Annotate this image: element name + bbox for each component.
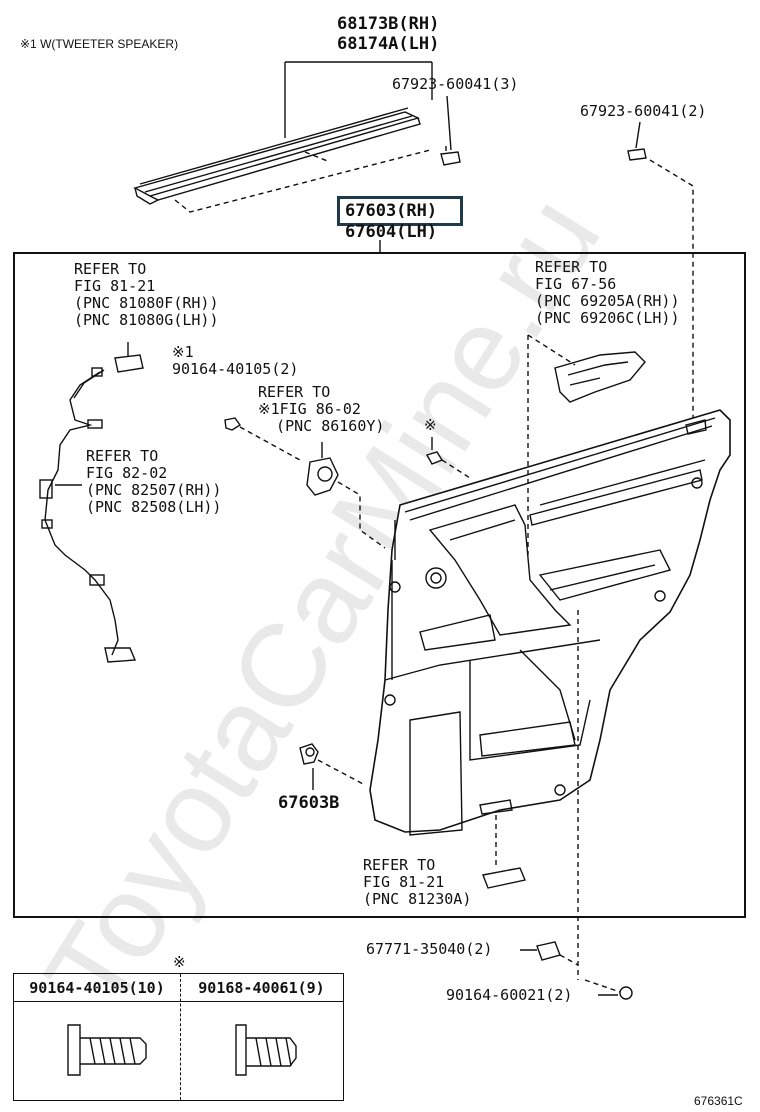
label-67604-lh: 67604(LH) xyxy=(345,222,438,242)
weatherstrip-part[interactable] xyxy=(133,107,421,205)
label-clip-3: 67923-60041(3) xyxy=(392,75,519,93)
fastener-legend: 90164-40105(10) 90168-40061(9) xyxy=(13,973,344,1101)
refer-fig-67-56[interactable]: REFER TO FIG 67-56 (PNC 69205A(RH)) (PNC… xyxy=(535,258,680,327)
bottom-clip-part[interactable] xyxy=(482,867,526,889)
clip-67603b-part[interactable] xyxy=(299,743,319,765)
legend-mark: ※ xyxy=(173,953,186,971)
bolt-90164-60021[interactable] xyxy=(619,986,633,1000)
legend-left-title: 90164-40105(10) xyxy=(14,974,180,1002)
wire-harness-part[interactable] xyxy=(39,367,137,663)
legend-screw-right xyxy=(235,1024,297,1076)
tweeter-note: ※1 W(TWEETER SPEAKER) xyxy=(20,37,179,51)
clip-2-part[interactable] xyxy=(627,148,647,161)
label-68173b: 68173B(RH) xyxy=(337,14,440,34)
refer-fig-82-02[interactable]: REFER TO FIG 82-02 (PNC 82507(RH)) (PNC … xyxy=(86,447,222,516)
legend-divider xyxy=(180,974,181,1100)
highlight-box xyxy=(337,196,463,226)
label-67603b: 67603B xyxy=(278,793,340,813)
screw-mark-label: ※ xyxy=(424,416,437,434)
label-90164-60021: 90164-60021(2) xyxy=(446,986,573,1004)
label-67603-rh[interactable]: 67603(RH) xyxy=(345,201,438,221)
label-screw-90164-40105: ※1 90164-40105(2) xyxy=(172,343,299,378)
door-panel-frame xyxy=(13,252,746,918)
tweeter-connector[interactable] xyxy=(114,342,144,373)
legend-screw-left xyxy=(67,1024,147,1076)
refer-fig-86-02[interactable]: REFER TO ※1FIG 86-02 (PNC 86160Y) xyxy=(258,383,385,435)
illustration-code: 676361C xyxy=(694,1094,743,1108)
label-68174a: 68174A(LH) xyxy=(337,34,440,54)
part-67771[interactable] xyxy=(536,941,561,961)
refer-fig-81-21-tweeter[interactable]: REFER TO FIG 81-21 (PNC 81080F(RH)) (PNC… xyxy=(74,260,219,329)
label-clip-2: 67923-60041(2) xyxy=(580,102,707,120)
label-67771-35040: 67771-35040(2) xyxy=(366,940,493,958)
inner-handle-part[interactable] xyxy=(554,351,646,403)
clip-3-part[interactable] xyxy=(440,146,461,166)
legend-right-title: 90168-40061(9) xyxy=(180,974,343,1002)
refer-fig-81-21-bottom[interactable]: REFER TO FIG 81-21 (PNC 81230A) xyxy=(363,856,472,908)
door-trim-panel[interactable] xyxy=(369,409,731,836)
tweeter-speaker-part[interactable] xyxy=(306,457,339,496)
screw-90164-40105[interactable] xyxy=(224,417,242,431)
